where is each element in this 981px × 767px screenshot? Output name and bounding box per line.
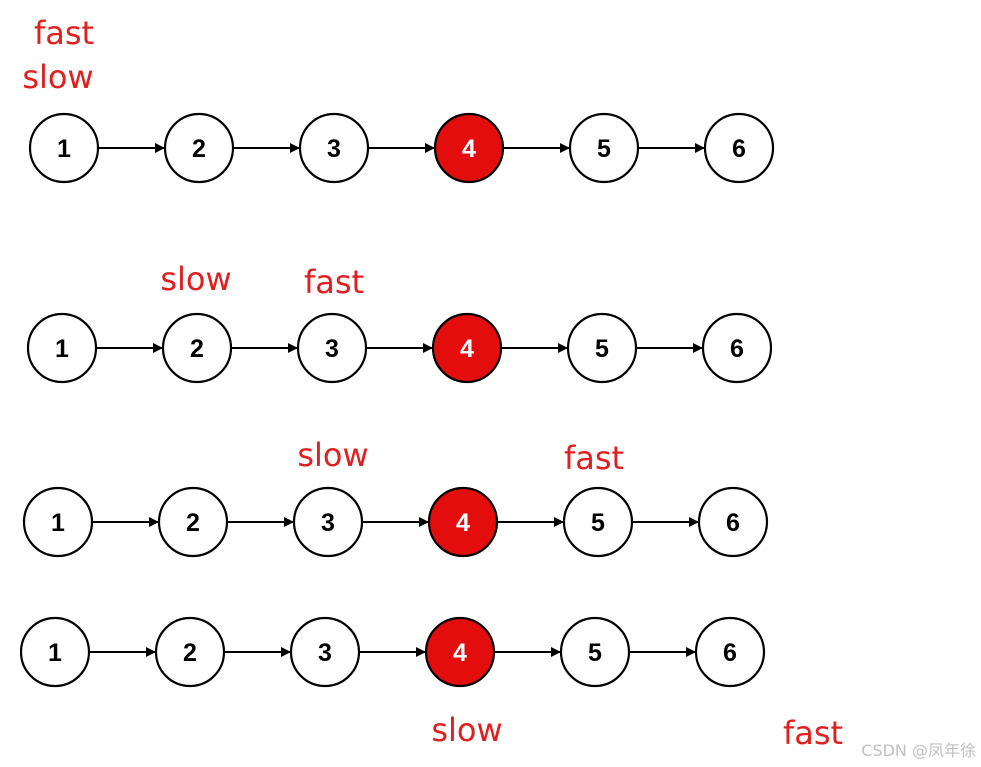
node-circle <box>26 312 98 384</box>
node-circle <box>427 486 499 558</box>
pointer-label-fast: fast <box>783 714 843 752</box>
node-circle <box>694 616 766 688</box>
node-label: 1 <box>55 335 69 363</box>
node-label: 4 <box>462 135 476 163</box>
list-node: 2 <box>161 312 233 384</box>
node-label: 6 <box>732 135 746 163</box>
node-circle <box>157 486 229 558</box>
list-node: 3 <box>292 486 364 558</box>
pointer-label-fast: fast <box>304 263 364 301</box>
node-label: 1 <box>57 135 71 163</box>
node-label: 2 <box>186 509 200 537</box>
list-node: 1 <box>19 616 91 688</box>
node-label: 2 <box>183 639 197 667</box>
node-circle <box>697 486 769 558</box>
list-node: 1 <box>28 112 100 184</box>
node-circle <box>433 112 505 184</box>
list-node: 3 <box>296 312 368 384</box>
list-node: 4 <box>427 486 499 558</box>
node-label: 4 <box>460 335 474 363</box>
node-circle <box>298 112 370 184</box>
node-label: 5 <box>597 135 611 163</box>
node-label: 6 <box>726 509 740 537</box>
node-label: 4 <box>456 509 470 537</box>
node-circle <box>161 312 233 384</box>
list-node: 5 <box>568 112 640 184</box>
node-circle <box>19 616 91 688</box>
list-node: 6 <box>697 486 769 558</box>
node-label: 2 <box>190 335 204 363</box>
node-label: 1 <box>51 509 65 537</box>
node-label: 6 <box>723 639 737 667</box>
list-node: 6 <box>694 616 766 688</box>
node-circle <box>559 616 631 688</box>
list-node: 4 <box>433 112 505 184</box>
node-circle <box>566 312 638 384</box>
list-node: 3 <box>289 616 361 688</box>
pointer-label-fast: fast <box>34 14 94 52</box>
list-node: 5 <box>566 312 638 384</box>
list-row-3: 1 2 3 4 5 6 slow fast <box>22 436 769 558</box>
list-node: 1 <box>22 486 94 558</box>
node-label: 6 <box>730 335 744 363</box>
node-circle <box>562 486 634 558</box>
list-node: 4 <box>424 616 496 688</box>
node-circle <box>289 616 361 688</box>
pointer-label-slow: slow <box>431 711 502 749</box>
pointer-label-slow: slow <box>22 58 93 96</box>
list-node: 3 <box>298 112 370 184</box>
node-label: 5 <box>588 639 602 667</box>
node-circle <box>22 486 94 558</box>
node-label: 5 <box>595 335 609 363</box>
node-circle <box>431 312 503 384</box>
list-node: 6 <box>703 112 775 184</box>
pointer-label-fast: fast <box>564 439 624 477</box>
node-circle <box>703 112 775 184</box>
node-circle <box>568 112 640 184</box>
list-node: 2 <box>157 486 229 558</box>
list-node: 2 <box>163 112 235 184</box>
list-node: 5 <box>559 616 631 688</box>
pointer-label-slow: slow <box>160 260 231 298</box>
list-row-4: 1 2 3 4 5 6 slow fast <box>19 616 843 752</box>
node-circle <box>424 616 496 688</box>
node-circle <box>163 112 235 184</box>
node-label: 2 <box>192 135 206 163</box>
list-node: 4 <box>431 312 503 384</box>
node-circle <box>28 112 100 184</box>
pointer-label-slow: slow <box>297 436 368 474</box>
node-label: 5 <box>591 509 605 537</box>
node-circle <box>701 312 773 384</box>
watermark: CSDN @凤年徐 <box>861 741 976 760</box>
list-node: 1 <box>26 312 98 384</box>
node-circle <box>292 486 364 558</box>
node-label: 1 <box>48 639 62 667</box>
node-label: 3 <box>321 509 335 537</box>
list-node: 6 <box>701 312 773 384</box>
node-label: 3 <box>325 335 339 363</box>
list-node: 2 <box>154 616 226 688</box>
node-label: 3 <box>327 135 341 163</box>
node-circle <box>154 616 226 688</box>
list-row-1: 1 2 3 4 5 6 fast slow <box>22 14 775 184</box>
list-row-2: 1 2 3 4 5 6 slow fast <box>26 260 773 384</box>
list-node: 5 <box>562 486 634 558</box>
node-circle <box>296 312 368 384</box>
node-label: 4 <box>453 639 467 667</box>
node-label: 3 <box>318 639 332 667</box>
